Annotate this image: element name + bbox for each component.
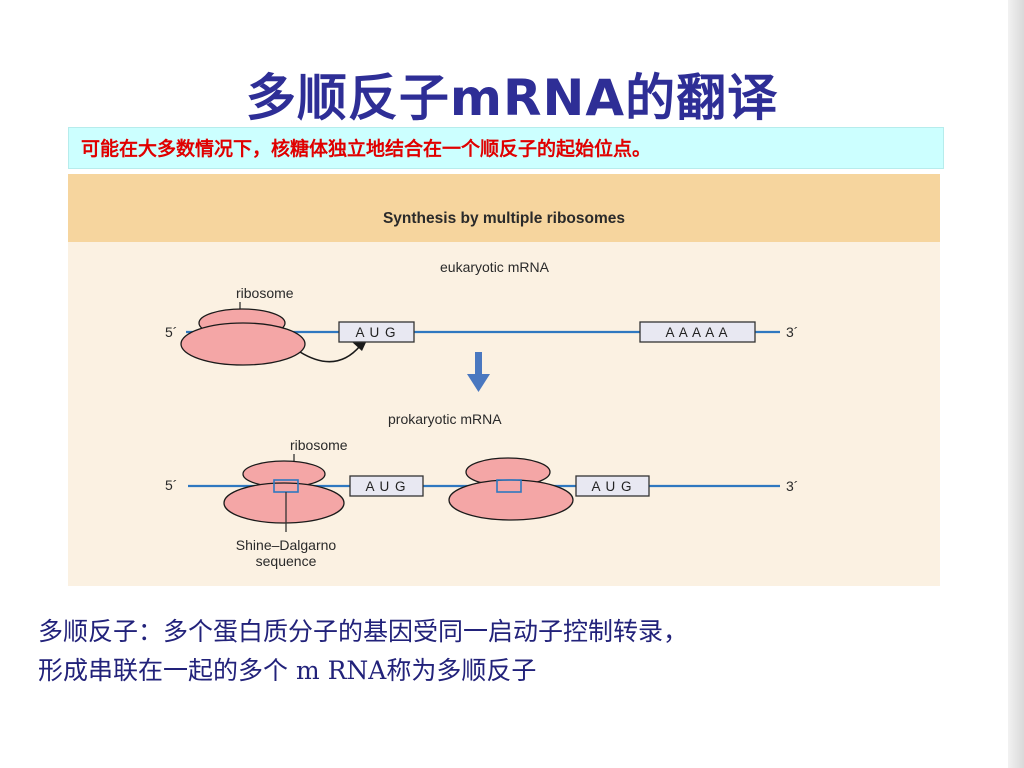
figure-header <box>68 174 940 242</box>
prokaryotic-mrna-label: prokaryotic mRNA <box>388 411 502 427</box>
eukaryotic-aug-label: A U G <box>355 325 396 340</box>
eukaryotic-ribosome-large-subunit <box>180 322 306 366</box>
sd-label-line1: Shine–Dalgarno <box>236 537 337 553</box>
transition-arrow-shaft <box>475 352 482 376</box>
prokaryotic-five-prime: 5´ <box>165 477 177 493</box>
prokaryotic-three-prime: 3´ <box>786 478 798 494</box>
eukaryotic-polya-label: A A A A A <box>665 325 728 340</box>
prokaryotic-aug-box-1 <box>349 475 424 497</box>
eukaryotic-three-prime: 3´ <box>786 324 798 340</box>
definition-line-2: 形成串联在一起的多个 m RNA称为多顺反子 <box>38 656 537 685</box>
prokaryotic-ribosome-label: ribosome <box>290 437 348 453</box>
eukaryotic-polya-box <box>639 321 756 343</box>
prokaryotic-sd-box-2 <box>496 479 522 493</box>
eukaryotic-five-prime-label: 5´ <box>165 324 177 340</box>
slide-right-edge <box>1008 0 1024 768</box>
prokaryotic-aug-label-2: A U G <box>591 479 632 494</box>
definition-note: 多顺反子：多个蛋白质分子的基因受同一启动子控制转录， 形成串联在一起的多个 m … <box>38 612 988 690</box>
prokaryotic-ribosome-2-large-subunit <box>448 479 574 521</box>
subtitle-banner: 可能在大多数情况下，核糖体独立地结合在一个顺反子的起始位点。 <box>68 127 944 169</box>
eukaryotic-mrna-label: eukaryotic mRNA <box>440 259 550 275</box>
prokaryotic-aug-label-1: A U G <box>365 479 406 494</box>
transition-arrow-head <box>467 374 490 392</box>
figure-title: Synthesis by multiple ribosomes <box>382 210 626 227</box>
sd-label-line2: sequence <box>256 553 317 569</box>
definition-line-1: 多顺反子：多个蛋白质分子的基因受同一启动子控制转录， <box>38 617 689 646</box>
slide-title: 多顺反子mRNA的翻译 <box>245 69 779 127</box>
eukaryotic-ribosome-label: ribosome <box>236 285 294 301</box>
eukaryotic-scanning-arrow <box>299 345 361 363</box>
eukaryotic-aug-box <box>338 321 415 343</box>
ribosome-diagram: eukaryotic mRNA ribosome 5´ 5´ A U G A A… <box>165 259 798 569</box>
prokaryotic-aug-box-2 <box>575 475 650 497</box>
prokaryotic-ribosome-1-large-subunit <box>223 482 345 524</box>
figure-panel: Synthesis by multiple ribosomes eukaryot… <box>68 174 940 586</box>
